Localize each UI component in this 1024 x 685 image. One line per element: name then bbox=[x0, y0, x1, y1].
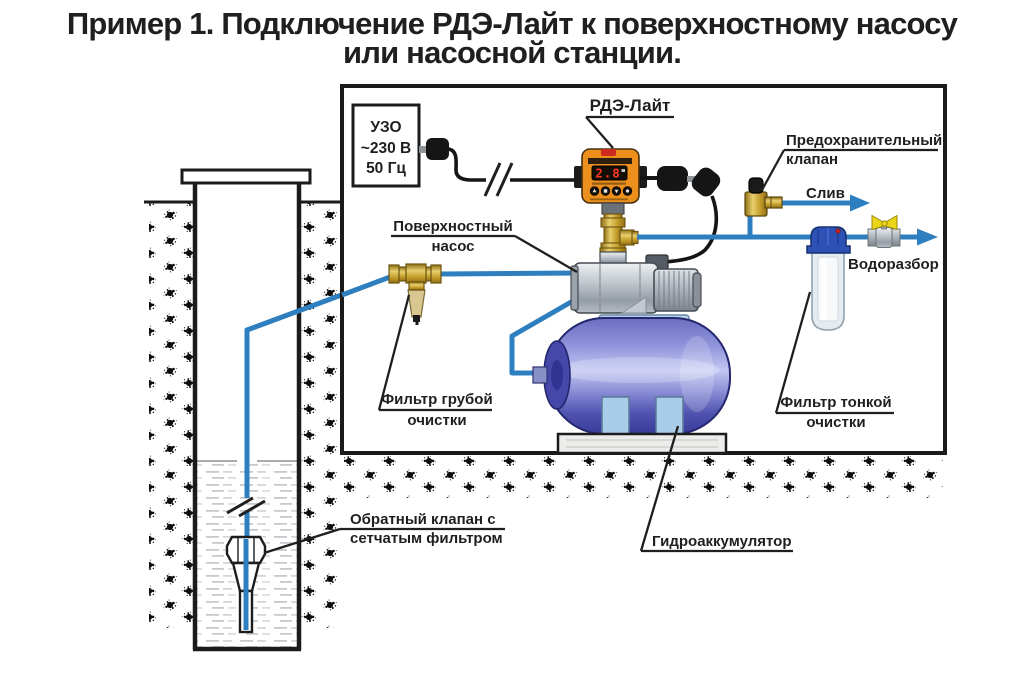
power-plug-icon bbox=[426, 138, 449, 160]
safety-valve-body bbox=[744, 191, 768, 217]
coarse-filter bbox=[388, 263, 442, 325]
motor-fins bbox=[658, 271, 690, 309]
ground-texture bbox=[144, 200, 943, 628]
connector-socket-icon bbox=[657, 166, 688, 191]
concrete-pad bbox=[556, 432, 728, 455]
label-surface-pump: насос bbox=[431, 238, 474, 255]
pump-bracket bbox=[620, 296, 647, 314]
safety-valve bbox=[744, 177, 783, 217]
ground-left-column bbox=[149, 203, 193, 628]
device-band bbox=[588, 158, 632, 164]
label-accumulator: Гидроаккумулятор bbox=[652, 533, 792, 550]
valve-body bbox=[875, 227, 893, 248]
uzo-terminal bbox=[419, 146, 428, 153]
label-drain: Слив bbox=[806, 185, 845, 202]
well-cap bbox=[180, 168, 312, 185]
cable-segment bbox=[447, 147, 486, 182]
label-check-valve: Обратный клапан с bbox=[350, 511, 496, 528]
leader-lines bbox=[263, 115, 938, 555]
ball-valve bbox=[867, 214, 901, 248]
uzo-voltage: ~230 В bbox=[361, 140, 411, 157]
tank-port bbox=[532, 366, 548, 384]
power-cable-right bbox=[640, 166, 721, 264]
ground-right-column bbox=[301, 203, 338, 628]
ground-bottom-band bbox=[344, 456, 943, 498]
fine-filter bbox=[806, 226, 851, 331]
drain-arrow-icon bbox=[850, 194, 870, 212]
pump-motor bbox=[653, 268, 699, 312]
outlet-arrow-icon bbox=[917, 228, 938, 246]
device-logo bbox=[601, 149, 616, 156]
coarse-filter-drain bbox=[413, 315, 420, 322]
uzo-label: УЗО bbox=[370, 119, 401, 136]
tank-leg bbox=[655, 396, 684, 435]
label-safety-valve: Предохранительный bbox=[786, 132, 942, 149]
page-title: Пример 1. Подключение РДЭ-Лайт к поверхн… bbox=[67, 6, 960, 70]
label-surface-pump: Поверхностный bbox=[393, 218, 512, 235]
flow-arrows bbox=[850, 194, 938, 246]
label-coarse-filter: очистки bbox=[407, 412, 466, 429]
connector-plug-icon bbox=[691, 167, 721, 197]
power-cable-left bbox=[419, 138, 579, 197]
title-line-1: Пример 1. Подключение РДЭ-Лайт к поверхн… bbox=[67, 6, 959, 41]
cable-to-motor bbox=[663, 195, 719, 264]
label-coarse-filter: Фильтр грубой bbox=[381, 391, 492, 408]
label-rde-device: РДЭ-Лайт bbox=[590, 96, 671, 115]
device-nut bbox=[601, 202, 625, 215]
pipe-break-symbol bbox=[226, 496, 266, 518]
tank-leg bbox=[601, 396, 630, 435]
pipe-through-valve bbox=[243, 539, 249, 630]
hydro-tank bbox=[532, 314, 731, 435]
surface-pump bbox=[570, 251, 702, 314]
label-check-valve: сетчатым фильтром bbox=[350, 530, 503, 547]
label-fine-filter: Фильтр тонкой bbox=[780, 394, 891, 411]
title-line-2: или насосной станции. bbox=[343, 35, 681, 70]
labels: РДЭ-Лайт Поверхностный насос Предохранит… bbox=[350, 96, 942, 550]
rde-device: 2.8 bbox=[574, 148, 647, 204]
device-display-value: 2.8 bbox=[595, 166, 621, 181]
label-fine-filter: очистки bbox=[806, 414, 865, 431]
valve-handle-icon bbox=[871, 214, 898, 231]
uzo-frequency: 50 Гц bbox=[366, 160, 406, 177]
pump-tank-pipe bbox=[509, 295, 580, 376]
cable-break-symbol bbox=[483, 162, 514, 197]
label-water-outlet: Водоразбор bbox=[848, 256, 939, 273]
safety-valve-cap bbox=[748, 177, 764, 194]
device-display bbox=[591, 165, 628, 181]
label-safety-valve: клапан bbox=[786, 151, 838, 168]
uzo-box: УЗО ~230 В 50 Гц bbox=[351, 103, 421, 188]
filter-vent-button bbox=[835, 228, 841, 234]
